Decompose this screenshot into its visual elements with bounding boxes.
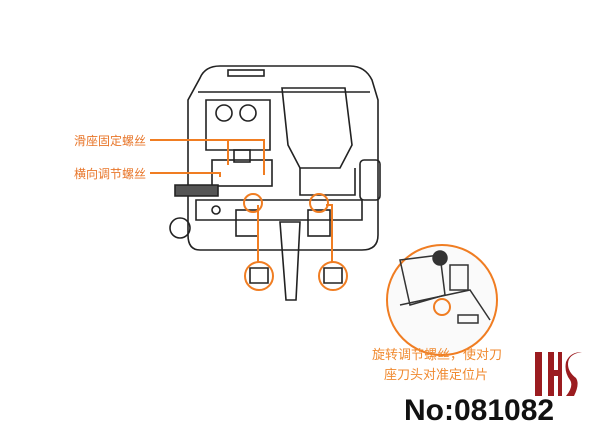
machine-body <box>169 65 381 301</box>
adjust-instruction: 旋转调节螺丝，使对刀 座刀头对准定位片 <box>372 346 502 386</box>
label-lateral-adjust-screw: 横向调节螺丝 <box>74 167 147 181</box>
instruction-line-1: 旋转调节螺丝，使对刀 <box>372 348 503 363</box>
callout-lines <box>150 139 348 291</box>
detail-magnifier <box>386 244 498 356</box>
label-slide-seat-screw: 滑座固定螺丝 <box>74 134 147 148</box>
instruction-line-2: 座刀头对准定位片 <box>384 368 489 383</box>
product-number: No:081082 <box>404 394 555 427</box>
hs-logo <box>535 352 582 396</box>
